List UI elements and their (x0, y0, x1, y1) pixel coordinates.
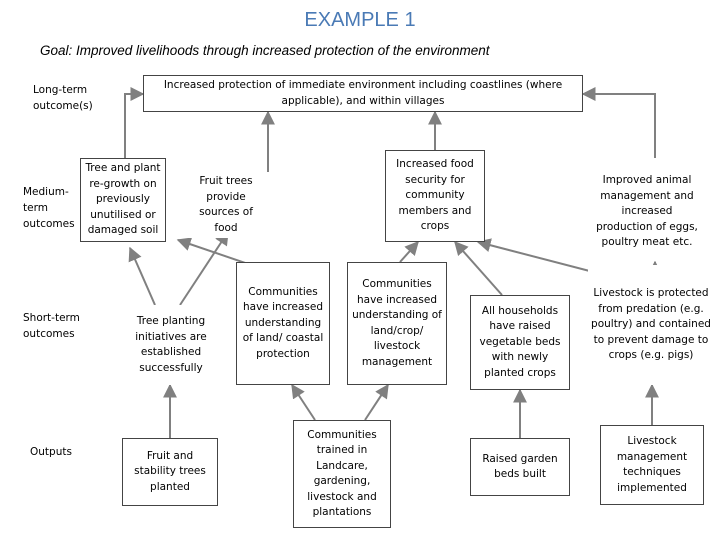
label-long-term: Long-term outcome(s) (33, 84, 93, 112)
box-fruit-stability-trees: Fruit and stability trees planted (122, 438, 218, 506)
arrow-protected-to-foodsecurity (476, 238, 606, 276)
label-short-term: Short-term outcomes (23, 312, 80, 340)
box-communities-trained: Communities trained in Landcare, gardeni… (293, 420, 391, 528)
arrow-animal-to-longterm (581, 87, 656, 158)
goal-statement: Goal: Improved livelihoods through incre… (40, 43, 490, 58)
box-fruit-trees-food: Fruit trees provide sources of food (188, 172, 264, 238)
label-outputs: Outputs (30, 446, 72, 458)
arrow-treeplanting-to-fruitfood (179, 230, 229, 306)
box-long-term-outcome: Increased protection of immediate enviro… (143, 75, 583, 112)
box-regrowth: Tree and plant re-growth on previously u… (80, 158, 166, 242)
box-livestock-techniques: Livestock management techniques implemen… (600, 425, 704, 505)
box-coastal-understanding: Communities have increased understanding… (236, 262, 330, 385)
box-vegetable-beds: All households have raised vegetable bed… (470, 295, 570, 390)
page-title: EXAMPLE 1 (304, 9, 416, 31)
box-garden-beds-built: Raised garden beds built (470, 438, 570, 496)
box-tree-planting: Tree planting initiatives are establishe… (125, 305, 217, 385)
arrow-trained-to-coastal (291, 383, 316, 421)
arrow-vegbeds-to-foodsecurity (454, 240, 503, 296)
arrow-treeplanting-to-regrowth (128, 246, 156, 306)
box-animal-management: Improved animal management and increased… (592, 163, 702, 261)
box-food-security: Increased food security for community me… (385, 150, 485, 242)
box-livestock-understanding: Communities have increased understanding… (347, 262, 447, 385)
box-livestock-protected: Livestock is protected from predation (e… (588, 265, 714, 385)
arrow-regrowth-to-longterm (124, 87, 145, 158)
label-medium-term: Medium-term outcomes (23, 186, 75, 230)
arrow-trained-to-livestock (364, 383, 389, 421)
arrow-livestock-to-foodsecurity (399, 240, 419, 263)
